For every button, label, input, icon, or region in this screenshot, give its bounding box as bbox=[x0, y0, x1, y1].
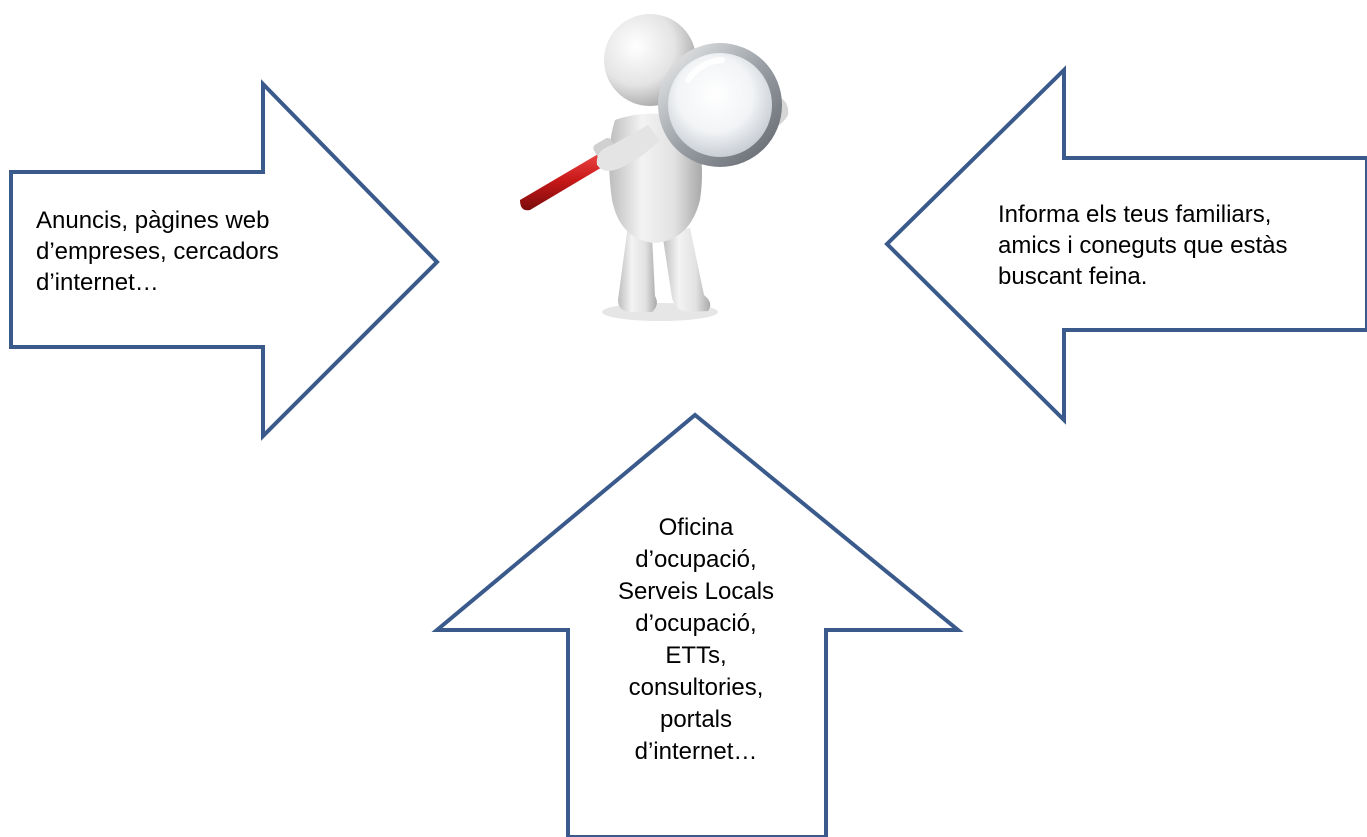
bottom-arrow-line: consultories, bbox=[628, 674, 764, 701]
left-arrow-line: d’empreses, cercadors bbox=[36, 238, 279, 265]
bottom-arrow-line: d’ocupació, bbox=[635, 610, 757, 637]
right-arrow-line: Informa els teus familiars, bbox=[998, 201, 1272, 228]
left-arrow-line: d’internet… bbox=[36, 269, 159, 296]
bottom-arrow-line: Oficina bbox=[658, 514, 734, 541]
bottom-arrow-line: portals bbox=[659, 706, 733, 733]
bottom-arrow-line: ETTs, bbox=[665, 642, 727, 669]
bottom-arrow-line: d’internet… bbox=[634, 738, 758, 765]
left-arrow-label: Anuncis, pàgines web d’empreses, cercado… bbox=[36, 205, 366, 298]
bottom-arrow-line: Serveis Locals bbox=[617, 578, 775, 605]
left-arrow-line: Anuncis, pàgines web bbox=[36, 207, 270, 234]
person-with-magnifying-glass-icon bbox=[520, 14, 789, 321]
left-arrow-shape bbox=[9, 79, 440, 441]
right-arrow-line: amics i coneguts que estàs bbox=[998, 232, 1288, 259]
right-arrow-label: Informa els teus familiars, amics i cone… bbox=[998, 199, 1358, 292]
right-arrow-line: buscant feina. bbox=[998, 263, 1148, 290]
bottom-arrow-shape bbox=[431, 412, 964, 837]
bottom-arrow-line: d’ocupació, bbox=[635, 546, 757, 573]
right-arrow-shape bbox=[884, 65, 1367, 425]
bottom-arrow-label: Oficina d’ocupació, Serveis Locals d’ocu… bbox=[584, 512, 808, 768]
